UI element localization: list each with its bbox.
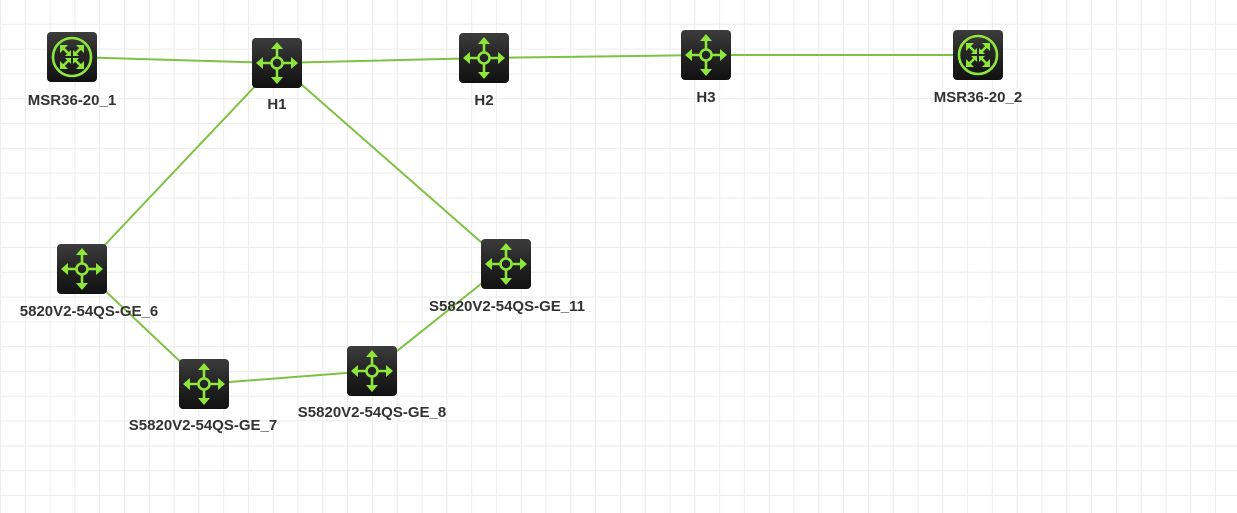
node-label-msr1: MSR36-20_1 xyxy=(28,92,116,109)
node-h2[interactable]: H2 xyxy=(457,31,511,109)
switch-icon[interactable] xyxy=(457,31,511,85)
node-h1[interactable]: H1 xyxy=(250,36,304,113)
node-ge11[interactable]: S5820V2-54QS-GE_11 xyxy=(429,237,585,315)
node-label-h1: H1 xyxy=(267,96,286,113)
switch-icon[interactable] xyxy=(679,28,733,82)
link-h1-ge11[interactable] xyxy=(276,62,507,265)
node-label-ge7: S5820V2-54QS-GE_7 xyxy=(129,417,277,434)
links-layer xyxy=(71,54,979,385)
link-ge7-ge8[interactable] xyxy=(203,370,373,385)
link-h2-h3[interactable] xyxy=(483,54,707,59)
switch-icon[interactable] xyxy=(345,344,399,398)
switch-icon[interactable] xyxy=(250,36,304,90)
node-label-h2: H2 xyxy=(474,92,493,109)
node-label-msr2: MSR36-20_2 xyxy=(934,89,1022,106)
switch-icon[interactable] xyxy=(479,237,533,291)
switch-icon[interactable] xyxy=(177,357,231,411)
node-h3[interactable]: H3 xyxy=(679,28,733,106)
switch-icon[interactable] xyxy=(55,242,109,296)
router-icon[interactable] xyxy=(951,28,1005,82)
node-label-ge11: S5820V2-54QS-GE_11 xyxy=(429,298,585,315)
node-msr1[interactable]: MSR36-20_1 xyxy=(28,30,116,109)
router-icon[interactable] xyxy=(45,30,99,84)
link-h1-ge6[interactable] xyxy=(81,62,278,270)
node-ge7[interactable]: S5820V2-54QS-GE_7 xyxy=(129,357,277,434)
node-label-ge6: 5820V2-54QS-GE_6 xyxy=(20,303,158,320)
node-msr2[interactable]: MSR36-20_2 xyxy=(934,28,1022,106)
node-ge8[interactable]: S5820V2-54QS-GE_8 xyxy=(298,344,446,421)
node-label-ge8: S5820V2-54QS-GE_8 xyxy=(298,404,446,421)
node-ge6[interactable]: 5820V2-54QS-GE_6 xyxy=(20,242,158,320)
node-label-h3: H3 xyxy=(696,89,715,106)
link-h1-h2[interactable] xyxy=(276,57,485,64)
link-msr1-h1[interactable] xyxy=(71,56,278,64)
nodes-layer: MSR36-20_1 H1 H2 H3 MSR36-20_2 5820V2-54QS-GE… xyxy=(20,28,1022,434)
